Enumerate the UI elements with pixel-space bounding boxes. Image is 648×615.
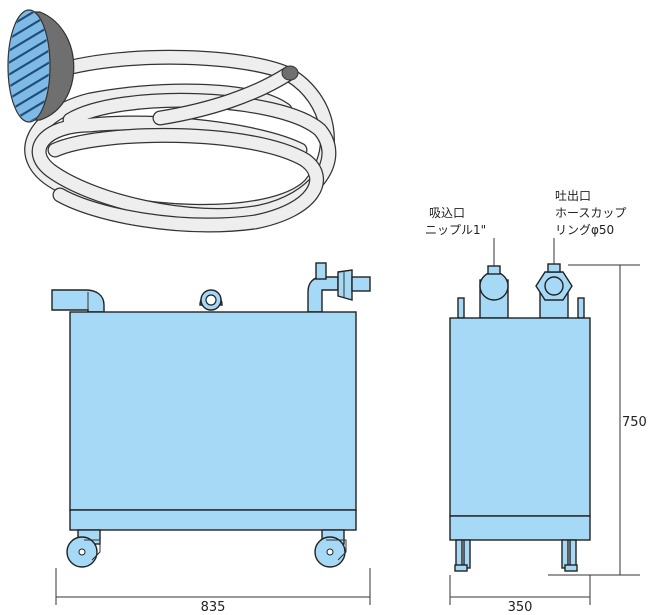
front-left-elbow	[51, 289, 105, 313]
front-width-dimension: 835	[55, 568, 371, 615]
suction-title-label: 吸込口	[429, 206, 465, 220]
front-base-band	[69, 509, 357, 531]
front-width-label: 835	[201, 600, 226, 615]
hose-end-cap	[281, 65, 299, 81]
hose-coil	[24, 49, 337, 233]
discharge-title-label: 吐出口	[555, 189, 591, 203]
suction-spec-label: ニップル1"	[425, 223, 486, 237]
side-height-dimension: 750	[548, 264, 647, 576]
side-tank-body	[449, 317, 591, 517]
side-view: 吸込口 ニップル1" 吐出口 ホースカップ リングφ50 750 350	[425, 189, 647, 615]
strainer-icon	[7, 9, 75, 123]
front-lifting-eye	[199, 289, 223, 311]
side-width-label: 350	[508, 600, 533, 615]
front-tank-body	[69, 311, 357, 511]
side-height-label: 750	[622, 415, 647, 430]
discharge-spec-label-2: リングφ50	[555, 223, 614, 237]
suction-hose-assembly	[7, 9, 337, 233]
side-suction-pipe	[479, 265, 509, 319]
side-base-band	[449, 515, 591, 541]
front-view: 835	[51, 262, 371, 615]
side-width-dimension: 350	[449, 575, 591, 615]
front-right-nozzle	[307, 262, 371, 313]
front-caster-left	[66, 536, 101, 568]
side-legs	[454, 539, 578, 572]
discharge-spec-label-1: ホースカップ	[555, 206, 626, 220]
front-caster-right	[314, 536, 347, 568]
side-discharge-pipe	[535, 263, 573, 319]
